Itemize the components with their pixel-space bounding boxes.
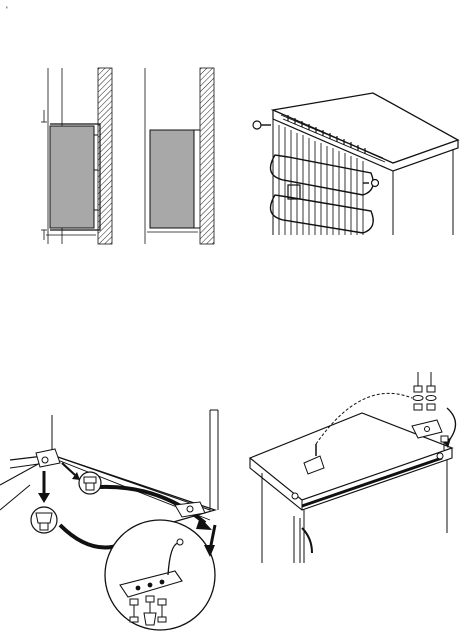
screw-right-icon	[363, 180, 379, 187]
figure-bottom-hinge	[0, 405, 240, 632]
screw-left-icon	[253, 121, 271, 129]
bottom-hinge	[36, 449, 60, 467]
appliance-section-right	[150, 130, 194, 228]
figure-top-condenser	[243, 85, 463, 245]
screw-stack-icon	[413, 372, 436, 410]
curved-arrow-2	[60, 525, 120, 548]
appliance-section-left	[50, 126, 94, 228]
condenser-coil-1	[271, 155, 374, 195]
figure-niche-installation	[28, 60, 228, 250]
corner-mark: '	[6, 6, 8, 15]
wall-right-section	[200, 68, 214, 244]
condenser-coil-2	[271, 195, 374, 233]
figure-top-hinge	[242, 368, 464, 568]
